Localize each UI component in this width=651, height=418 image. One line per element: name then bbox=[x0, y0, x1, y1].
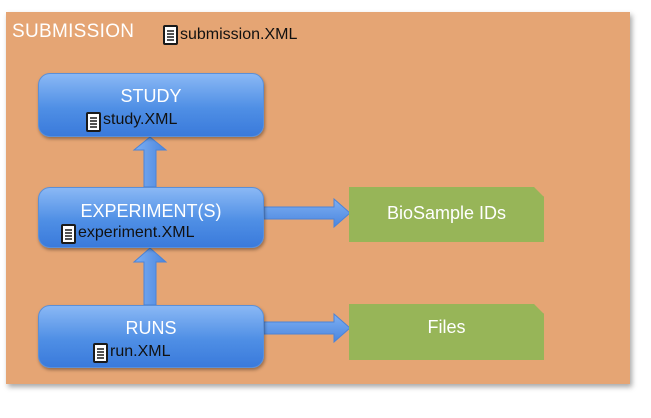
runs-box[interactable]: RUNS bbox=[38, 305, 264, 368]
biosample-box[interactable]: BioSample IDs bbox=[349, 187, 544, 242]
document-icon bbox=[93, 343, 108, 363]
biosample-label: BioSample IDs bbox=[386, 203, 507, 223]
files-box[interactable]: Files bbox=[349, 304, 544, 360]
document-icon bbox=[61, 224, 76, 244]
arrow-experiment-to-study bbox=[132, 136, 168, 188]
document-icon bbox=[163, 25, 178, 45]
runs-file-label: run.XML bbox=[110, 343, 171, 360]
study-box[interactable]: STUDY bbox=[38, 73, 264, 137]
files-label: Files bbox=[427, 317, 466, 337]
experiment-title: EXPERIMENT(S) bbox=[80, 201, 222, 221]
document-icon bbox=[86, 112, 101, 132]
study-title: STUDY bbox=[120, 86, 182, 106]
submission-title: SUBMISSION bbox=[12, 21, 135, 42]
arrow-runs-to-experiment bbox=[132, 247, 168, 306]
study-file-label: study.XML bbox=[103, 111, 178, 128]
runs-title: RUNS bbox=[125, 318, 177, 338]
experiment-file-label: experiment.XML bbox=[78, 224, 195, 241]
submission-file-label: submission.XML bbox=[180, 26, 298, 43]
arrow-experiment-to-biosample bbox=[263, 197, 351, 229]
arrow-runs-to-files bbox=[263, 312, 351, 344]
